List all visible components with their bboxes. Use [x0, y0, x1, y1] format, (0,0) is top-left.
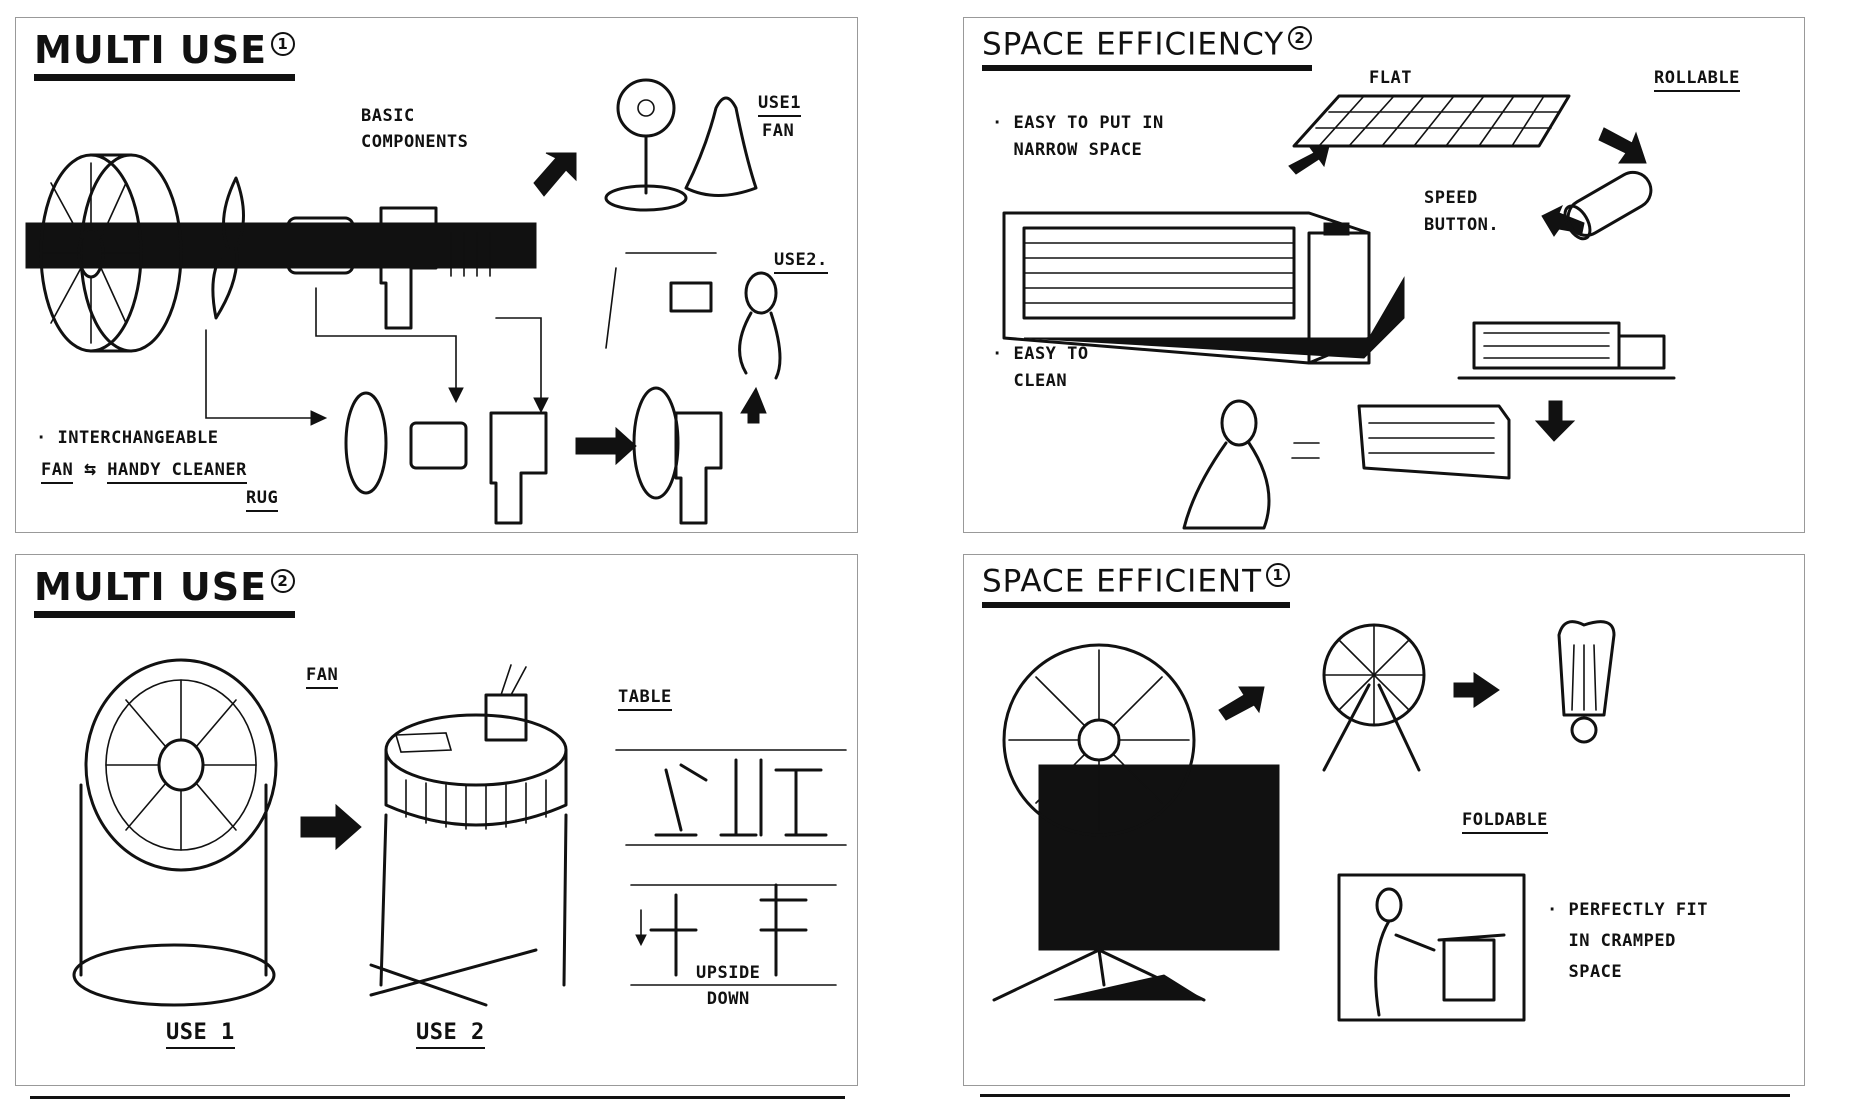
table-top: [386, 715, 566, 785]
bottom-rule-left: [30, 1096, 845, 1099]
use2-label: USE2.: [774, 250, 828, 274]
speed-button-label: SPEED BUTTON.: [1424, 185, 1499, 239]
interchangeable-label: · INTERCHANGEABLE: [36, 428, 219, 448]
easy-clean-label: · EASY TO CLEAN: [992, 341, 1089, 395]
space-efficient-1-sketch: [964, 555, 1804, 1085]
basic-components-label: BASIC COMPONENTS: [361, 103, 468, 155]
use2-label: USE 2: [416, 1020, 485, 1049]
fan-label: FAN: [762, 121, 794, 141]
use1-label: USE 1: [166, 1020, 235, 1049]
foldable-label: FOLDABLE: [1462, 810, 1548, 834]
rug-label: RUG: [246, 488, 278, 512]
fan-label: FAN: [306, 665, 338, 689]
multi-use-1-sketch: [16, 18, 857, 532]
space-efficiency-2-sketch: [964, 18, 1804, 532]
rollable-label: ROLLABLE: [1654, 68, 1740, 92]
easy-put-label: · EASY TO PUT IN NARROW SPACE: [992, 110, 1164, 164]
fan-cleaner-line: FAN ⇆ HANDY CLEANER: [41, 456, 247, 480]
bottom-rule-right: [980, 1094, 1790, 1097]
stand-fan-sketch: [618, 80, 674, 136]
use1-label: USE1: [758, 93, 801, 117]
upside-down-label: UPSIDE DOWN: [696, 960, 760, 1012]
flat-label: FLAT: [1369, 68, 1412, 88]
perfectly-fit-label: · PERFECTLY FIT IN CRAMPED SPACE: [1547, 895, 1708, 988]
table-label: TABLE: [618, 687, 672, 711]
